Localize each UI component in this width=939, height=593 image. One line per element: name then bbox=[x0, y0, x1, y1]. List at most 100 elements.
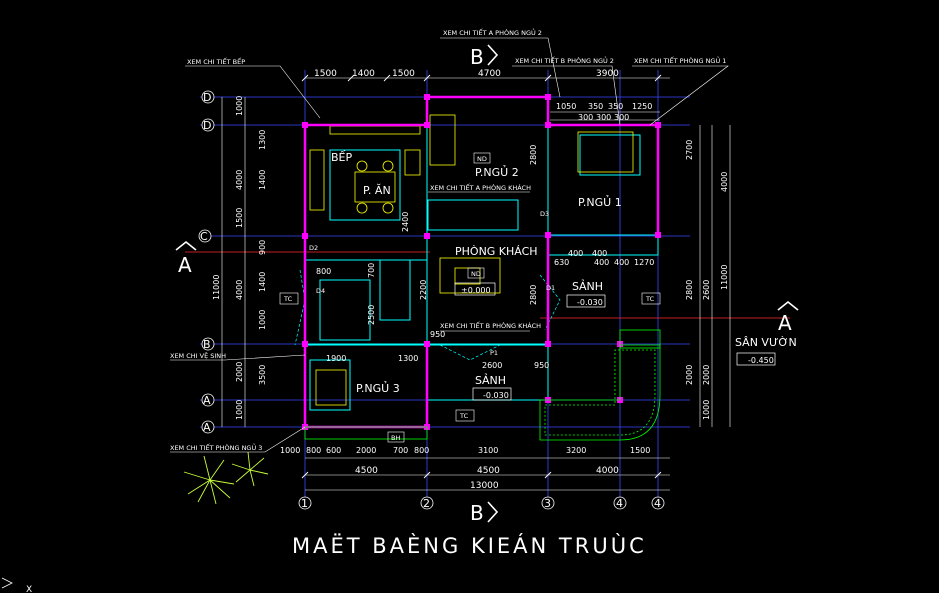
dim-left-mid-3: 900 bbox=[258, 240, 267, 255]
dim-top2-1: 1050 bbox=[556, 102, 576, 111]
axis-col-3: 3 bbox=[544, 497, 551, 510]
dim-misc-o: 950 bbox=[534, 361, 549, 370]
dim-right-3: 2000 bbox=[702, 365, 711, 385]
dim-misc-j: 2200 bbox=[419, 280, 428, 300]
dim-right-in-3: 2000 bbox=[685, 365, 694, 385]
dim-top2-3: 350 bbox=[608, 102, 623, 111]
note-png1: XEM CHI TIẾT PHÒNG NGỦ 1 bbox=[634, 55, 726, 65]
ucs-x-label: X bbox=[26, 585, 32, 593]
tree-symbols bbox=[183, 451, 269, 505]
axis-col-1: 1 bbox=[301, 497, 308, 510]
dim-misc-f: 630 bbox=[554, 258, 569, 267]
tag-nd2: ND bbox=[471, 270, 481, 278]
ucs-icon bbox=[1, 577, 13, 589]
dim-top3-3: 300 bbox=[614, 113, 629, 122]
note-png2-b: XEM CHI TIẾT B PHÒNG NGỦ 2 bbox=[515, 55, 614, 65]
dim-right-total: 11000 bbox=[720, 265, 729, 290]
tag-d4: D4 bbox=[316, 287, 325, 295]
dim-right-4: 1000 bbox=[702, 400, 711, 420]
level-sanh-right: -0.030 bbox=[577, 298, 603, 307]
axis-row-a1: A bbox=[203, 394, 211, 407]
dim-right-in-2: 2800 bbox=[685, 280, 694, 300]
axis-row-a2: A bbox=[203, 421, 211, 434]
dim-misc-g: 800 bbox=[316, 267, 331, 276]
dim-left-total: 11000 bbox=[212, 275, 221, 300]
garden-hatch bbox=[304, 329, 661, 441]
dim-misc-h: 700 bbox=[367, 263, 376, 278]
section-mark-b-bottom: B bbox=[470, 501, 484, 525]
dim-misc-c: 400 bbox=[594, 258, 609, 267]
axis-row-d2: D bbox=[203, 119, 211, 132]
dim-left-3: 1500 bbox=[235, 208, 244, 228]
dim-misc-q: 2800 bbox=[529, 285, 538, 305]
wall-lines bbox=[303, 95, 660, 429]
dim-left-5: 2000 bbox=[235, 362, 244, 382]
room-sanh-bottom: SẢNH bbox=[475, 373, 506, 387]
dim-top-2: 1400 bbox=[352, 69, 375, 79]
dim-top2-4: 1250 bbox=[632, 102, 652, 111]
room-sanh-right: SẢNH bbox=[572, 279, 603, 293]
note-png2-a: XEM CHI TIẾT A PHÒNG NGỦ 2 bbox=[443, 27, 542, 37]
note-pk-b: XEM CHI TIẾT B PHÒNG KHÁCH bbox=[440, 320, 541, 330]
dim-misc-p: 2800 bbox=[529, 145, 538, 165]
dimension-ticks bbox=[301, 74, 662, 479]
dim-bot-8: 3200 bbox=[566, 446, 586, 455]
section-arrows bbox=[175, 44, 799, 523]
dim-left-2: 4000 bbox=[235, 170, 244, 190]
note-leaders bbox=[170, 37, 729, 453]
dim-left-6: 1000 bbox=[235, 400, 244, 420]
tag-d2: D2 bbox=[309, 244, 318, 252]
drawing-title: MAËT BAÈNG KIEÁN TRUÙC bbox=[292, 533, 647, 558]
axis-row-d1: D bbox=[203, 91, 211, 104]
dim-bot-4: 2000 bbox=[356, 446, 376, 455]
dim-left-mid-1: 1300 bbox=[258, 130, 267, 150]
dim-left-4: 4000 bbox=[235, 280, 244, 300]
room-bep: BẾP bbox=[331, 150, 352, 164]
dim-bot2-3: 4000 bbox=[596, 466, 619, 476]
section-mark-a-left: A bbox=[178, 253, 192, 277]
dim-top-3: 1500 bbox=[392, 69, 415, 79]
dim-left-mid-5: 1000 bbox=[258, 310, 267, 330]
room-san-vuon: SÂN VƯỜN bbox=[735, 336, 797, 349]
dim-misc-i: 2500 bbox=[367, 305, 376, 325]
note-pk-a: XEM CHI TIẾT A PHÒNG KHÁCH bbox=[430, 182, 531, 192]
dim-bot-9: 1500 bbox=[630, 446, 650, 455]
section-line-a bbox=[185, 251, 790, 319]
dim-top-5: 3900 bbox=[596, 69, 619, 79]
level-boxes bbox=[454, 282, 776, 401]
note-bep: XEM CHI TIẾT BẾP bbox=[187, 56, 245, 66]
dim-misc-b: 400 bbox=[592, 249, 607, 258]
dimension-lines bbox=[221, 77, 731, 491]
tag-d1: D1 bbox=[546, 284, 555, 292]
dim-right-1: 4000 bbox=[720, 172, 729, 192]
dim-bot2-2: 4500 bbox=[477, 466, 500, 476]
dim-left-1: 1000 bbox=[235, 96, 244, 116]
dim-bot-7: 3100 bbox=[478, 446, 498, 455]
dim-top3-1: 300 bbox=[578, 113, 593, 122]
dim-left-mid-6: 3500 bbox=[258, 365, 267, 385]
dim-top2-2: 350 bbox=[588, 102, 603, 111]
tag-tc2: TC bbox=[645, 295, 655, 303]
dim-bot2-1: 4500 bbox=[355, 466, 378, 476]
dim-misc-a: 400 bbox=[568, 249, 583, 258]
dim-misc-e: 1270 bbox=[634, 258, 654, 267]
note-png3: XEM CHI TIẾT PHÒNG NGỦ 3 bbox=[170, 442, 262, 452]
dim-misc-l: 1300 bbox=[398, 354, 418, 363]
note-vs: XEM CHI VỆ SINH bbox=[170, 351, 226, 360]
tag-boxes bbox=[279, 152, 661, 443]
dim-bot-2: 800 bbox=[306, 446, 321, 455]
level-sanh-bottom: -0.030 bbox=[483, 391, 509, 400]
dim-bot-6: 800 bbox=[414, 446, 429, 455]
room-ngu1: P.NGỦ 1 bbox=[578, 195, 622, 209]
room-ngu2: P.NGỦ 2 bbox=[475, 165, 519, 179]
dim-left-mid-4: 1400 bbox=[258, 272, 267, 292]
level-san-vuon: -0.450 bbox=[748, 356, 774, 365]
tag-tc1: TC bbox=[283, 295, 293, 303]
axis-bubbles bbox=[198, 90, 665, 510]
dim-top3-2: 300 bbox=[596, 113, 611, 122]
dim-bot-5: 700 bbox=[393, 446, 408, 455]
axis-col-4a: 4 bbox=[616, 497, 623, 510]
dim-misc-n: 2600 bbox=[482, 361, 502, 370]
axis-col-2: 2 bbox=[423, 497, 430, 510]
